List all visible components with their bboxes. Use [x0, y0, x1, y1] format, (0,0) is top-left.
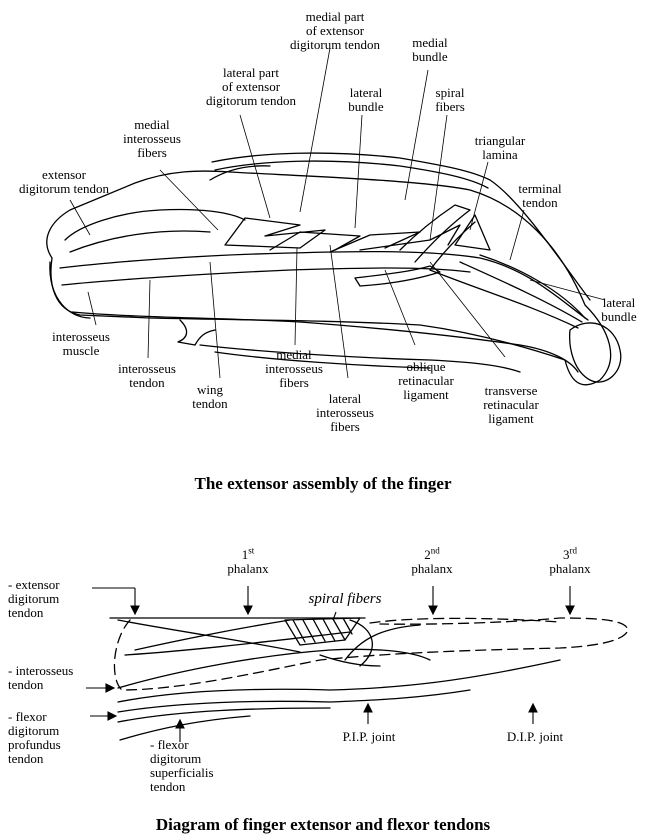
phalanx-3-word: phalanx [549, 561, 590, 576]
phalanx-1-ordinal-suffix: st [248, 546, 254, 556]
label-interosseus: - interosseus tendon [8, 664, 98, 692]
label-dip-joint: D.I.P. joint [490, 730, 580, 744]
phalanx-2-ordinal-suffix: nd [431, 546, 440, 556]
label-flexor-superficialis: - flexor digitorum superficialis tendon [150, 738, 250, 794]
phalanx-2-word: phalanx [411, 561, 452, 576]
label-spiral-fibers-diagram: spiral fibers [290, 592, 400, 606]
phalanx-1-word: phalanx [227, 561, 268, 576]
label-extensor-digitorum: - extensor digitorum tendon [8, 578, 98, 620]
label-pip-joint: P.I.P. joint [324, 730, 414, 744]
phalanx-3-ordinal-suffix: rd [570, 546, 578, 556]
label-flexor-profundus: - flexor digitorum profundus tendon [8, 710, 98, 766]
figure2-caption: Diagram of finger extensor and flexor te… [0, 815, 646, 835]
